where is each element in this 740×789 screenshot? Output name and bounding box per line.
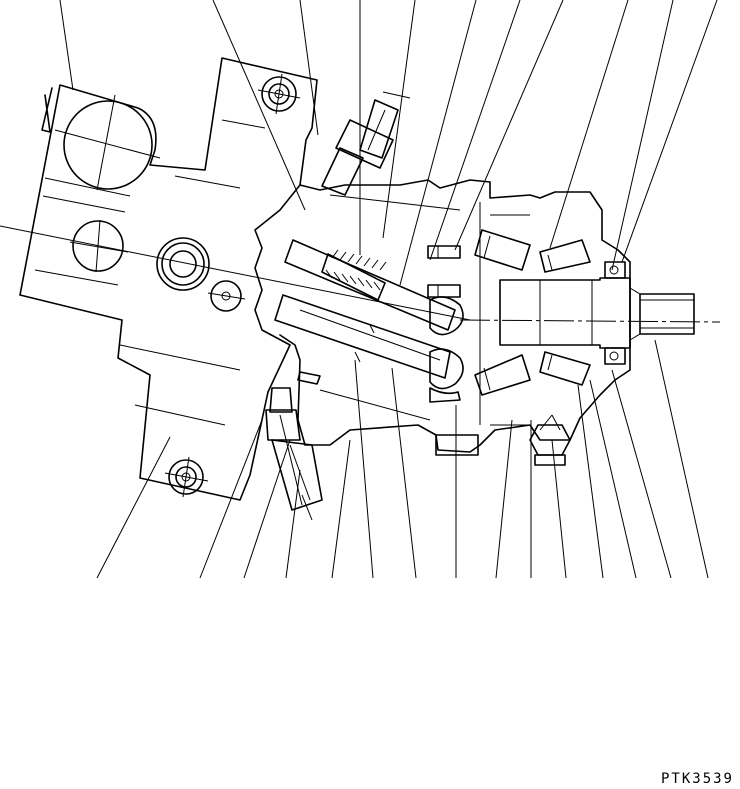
leader-lines-top bbox=[59, 0, 718, 286]
relief-plug-bottom bbox=[265, 387, 323, 521]
cylinder-housing bbox=[274, 179, 631, 456]
valve-block bbox=[0, 57, 471, 501]
bearings bbox=[474, 229, 591, 396]
drawing-code: PTK3539 bbox=[660, 771, 734, 787]
drain-fitting bbox=[529, 414, 571, 466]
leader-lines-bottom bbox=[96, 339, 709, 579]
relief-plug-top bbox=[321, 91, 411, 196]
drive-shaft bbox=[459, 261, 721, 365]
